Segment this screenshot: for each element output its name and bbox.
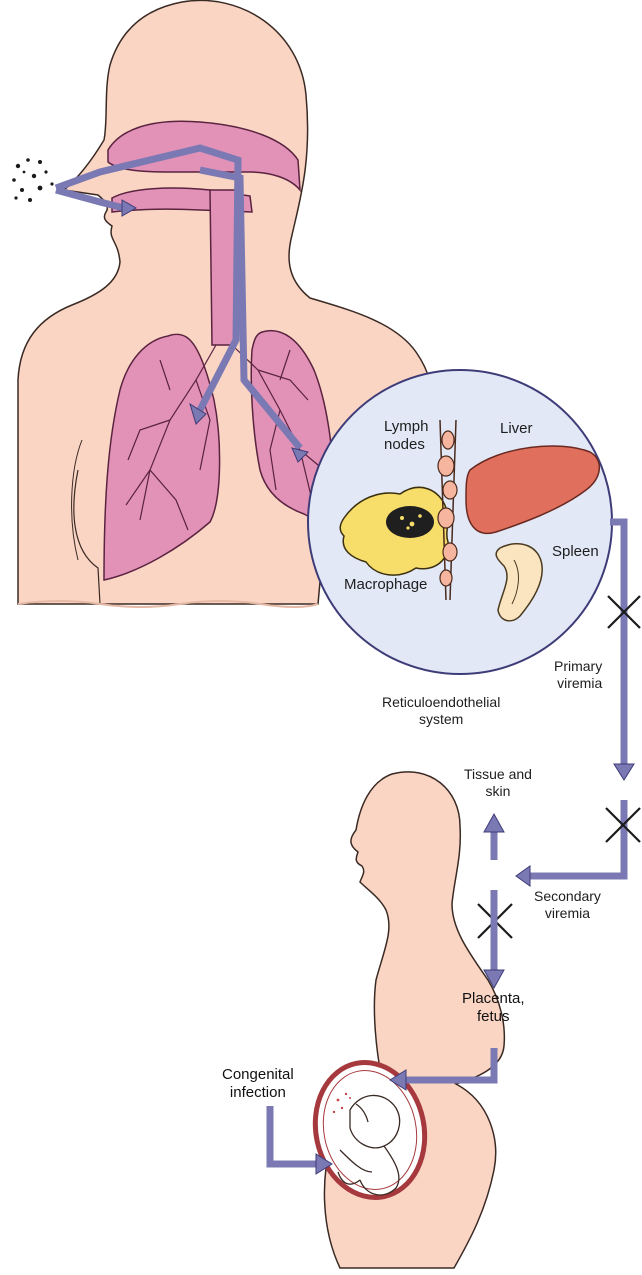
label-placenta-fetus: Placenta, fetus — [462, 990, 525, 1026]
label-tissue-and-skin: Tissue and skin — [464, 766, 532, 800]
airborne-virus-particles — [12, 158, 53, 202]
label-macrophage: Macrophage — [344, 576, 427, 594]
label-liver: Liver — [500, 420, 533, 438]
label-secondary-viremia: Secondary viremia — [534, 888, 601, 922]
label-congenital-infection: Congenital infection — [222, 1066, 294, 1102]
trachea — [210, 190, 236, 345]
reticuloendothelial-circle — [308, 370, 612, 674]
label-reticuloendothelial-system: Reticuloendothelial system — [382, 694, 500, 728]
label-spleen: Spleen — [552, 543, 599, 561]
macrophage-nucleus — [386, 506, 434, 538]
viremia-arrowheads — [516, 764, 634, 886]
label-primary-viremia: Primary viremia — [554, 658, 602, 692]
label-lymph-nodes: Lymph nodes — [384, 418, 428, 454]
